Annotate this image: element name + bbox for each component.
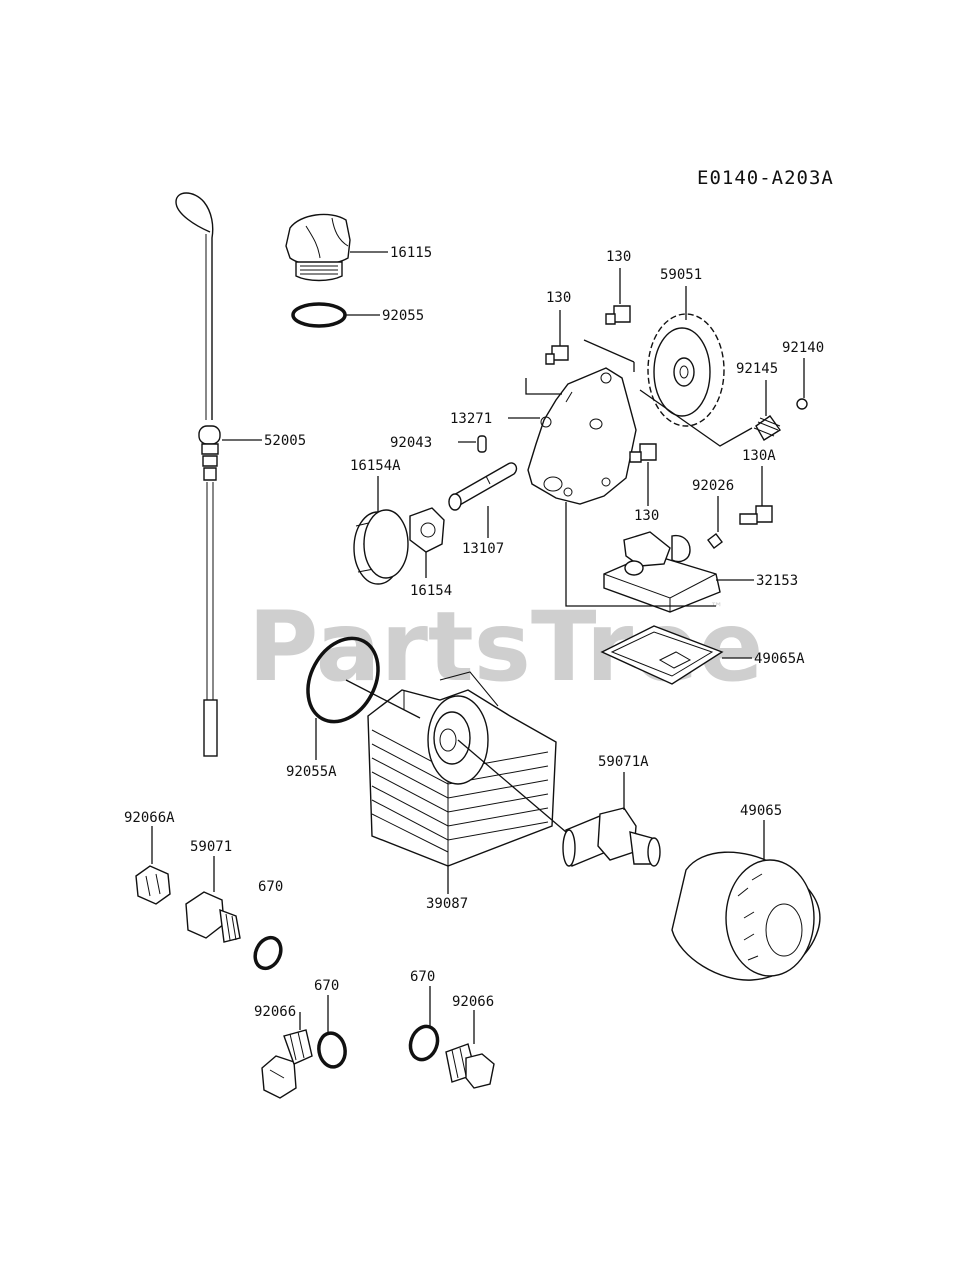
label-49065A: 49065A — [754, 651, 805, 667]
bolt-130A[interactable] — [739, 505, 773, 525]
o-ring-670-a[interactable] — [250, 933, 285, 972]
bolt-130-lower[interactable] — [629, 443, 657, 463]
shaft-13107[interactable] — [448, 462, 518, 511]
diagram-code: E0140-A203A — [697, 167, 834, 189]
label-92026: 92026 — [692, 478, 734, 494]
inner-rotor-16154[interactable] — [409, 507, 445, 553]
collar-92026[interactable] — [707, 533, 723, 549]
label-16154: 16154 — [410, 583, 452, 599]
gasket-49065A[interactable] — [600, 625, 724, 685]
label-670-b: 670 — [314, 978, 339, 994]
label-130A: 130A — [742, 448, 776, 464]
label-52005: 52005 — [264, 433, 306, 449]
leader-lines — [151, 251, 805, 1044]
oil-filter-49065[interactable] — [671, 851, 821, 981]
label-92066A: 92066A — [124, 810, 175, 826]
label-39087: 39087 — [426, 896, 468, 912]
label-130-lower: 130 — [634, 508, 659, 524]
pin-92043[interactable] — [477, 435, 487, 453]
o-ring-92055A[interactable] — [294, 626, 392, 734]
label-92043: 92043 — [390, 435, 432, 451]
label-92066-right: 92066 — [452, 994, 494, 1010]
part-labels: 16115 92055 52005 130 130 59051 92140 92… — [124, 245, 824, 1020]
bolt-130-left[interactable] — [545, 345, 569, 365]
ball-92140[interactable] — [796, 398, 808, 410]
oil-cap-16115[interactable] — [285, 213, 351, 282]
label-49065: 49065 — [740, 803, 782, 819]
label-16154A: 16154A — [350, 458, 401, 474]
label-670-c: 670 — [410, 969, 435, 985]
o-ring-670-b[interactable] — [316, 1031, 348, 1069]
label-130-left: 130 — [546, 290, 571, 306]
label-32153: 32153 — [756, 573, 798, 589]
connector-59071A[interactable] — [562, 807, 661, 867]
fitting-59071[interactable] — [185, 891, 241, 943]
label-13107: 13107 — [462, 541, 504, 557]
label-92145: 92145 — [736, 361, 778, 377]
label-59051: 59051 — [660, 267, 702, 283]
o-ring-670-c[interactable] — [406, 1023, 442, 1064]
strainer-32153[interactable] — [603, 531, 721, 613]
spring-92145[interactable] — [753, 415, 782, 441]
dipstick-52005[interactable] — [175, 192, 221, 757]
o-ring-92055[interactable] — [291, 302, 347, 328]
label-92140: 92140 — [782, 340, 824, 356]
label-59071A: 59071A — [598, 754, 649, 770]
plug-92066A[interactable] — [135, 865, 171, 905]
label-92055A: 92055A — [286, 764, 337, 780]
outer-rotor-16154A[interactable] — [353, 509, 409, 585]
label-16115: 16115 — [390, 245, 432, 261]
gear-59051[interactable] — [647, 313, 725, 427]
label-59071: 59071 — [190, 839, 232, 855]
label-13271: 13271 — [450, 411, 492, 427]
label-670-a: 670 — [258, 879, 283, 895]
plug-92066-left[interactable] — [261, 1029, 313, 1099]
pump-cover-13271[interactable] — [527, 367, 637, 505]
label-92066-left: 92066 — [254, 1004, 296, 1020]
watermark-trademark: ™ — [710, 601, 723, 616]
plug-92066-right[interactable] — [445, 1043, 495, 1089]
label-92055: 92055 — [382, 308, 424, 324]
label-130-top: 130 — [606, 249, 631, 265]
bolt-130-top[interactable] — [605, 305, 631, 325]
